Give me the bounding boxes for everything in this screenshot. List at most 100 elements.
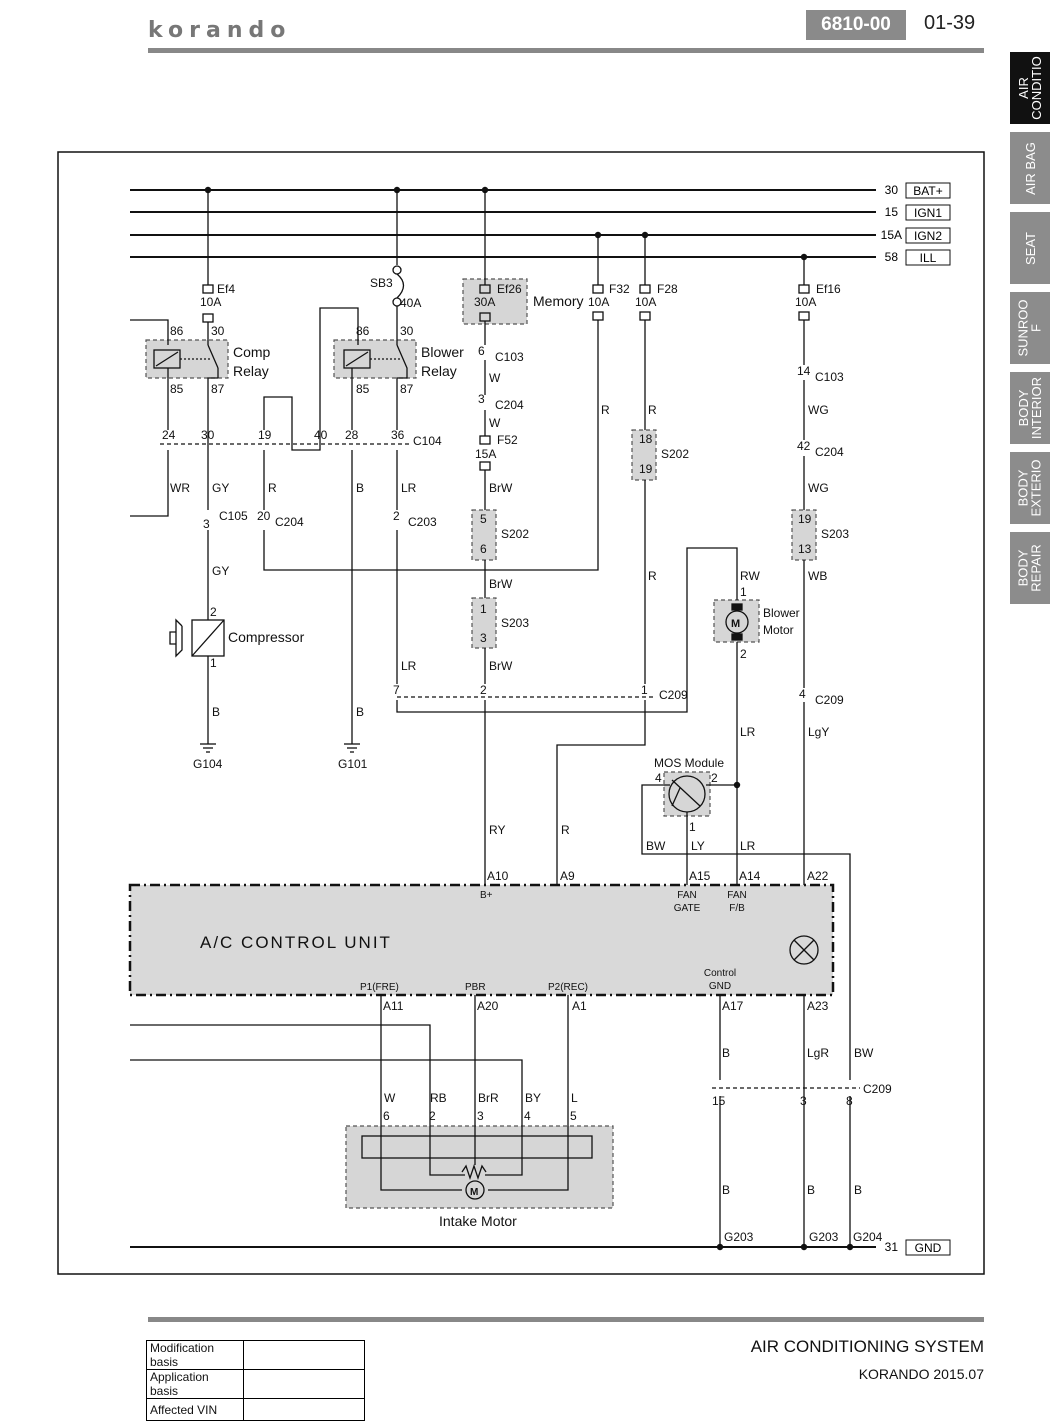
comp-relay-pin-85: 85	[170, 382, 184, 396]
modification-basis-value	[243, 1340, 365, 1370]
c105-label: C105	[219, 509, 248, 523]
tab-air-conditioning[interactable]: AIR CONDITIO	[1010, 52, 1050, 124]
tab-sunroof[interactable]: SUNROO F	[1010, 292, 1050, 364]
acu-pin-a17: A17	[722, 999, 744, 1013]
s202-label-memory: S202	[501, 527, 529, 541]
affected-vin-value	[243, 1398, 365, 1421]
bus-name-bat: BAT+	[913, 184, 942, 198]
s202-r-pin-a: 18	[639, 432, 653, 446]
tab-seat[interactable]: SEAT	[1010, 212, 1050, 284]
wire-lr-1: LR	[401, 481, 417, 495]
fuse-ef16-name: Ef16	[816, 282, 841, 296]
bus-terminal-58: 58	[885, 250, 899, 264]
c204-label-ef16: C204	[815, 445, 844, 459]
section-code-badge: 6810-00	[806, 10, 906, 40]
wire-r-f32: R	[601, 403, 610, 417]
s202-pin-a: 5	[480, 512, 487, 526]
control-gnd-label-2: GND	[709, 981, 731, 992]
wire-lr-a14: LR	[740, 839, 756, 853]
compressor-label: Compressor	[228, 629, 305, 645]
bus-name-ill: ILL	[920, 251, 937, 265]
wire-ry: RY	[489, 823, 505, 837]
fan-gate-label-1: FAN	[677, 890, 696, 901]
acu-pin-a20: A20	[477, 999, 499, 1013]
application-basis-label: Application basis	[146, 1369, 244, 1399]
c209-pin-1: 1	[641, 683, 648, 697]
blower-relay-pin-87: 87	[400, 382, 414, 396]
c103-label-memory: C103	[495, 350, 524, 364]
comp-pin-2: 2	[210, 605, 217, 619]
bus-terminal-30: 30	[885, 183, 899, 197]
s203-pin-a: 1	[480, 602, 487, 616]
wire-brw-2: BrW	[489, 577, 513, 591]
fuse-sb3-rating: 40A	[400, 296, 421, 310]
wire-b-g101: B	[356, 705, 364, 719]
c104-connector-label: C104	[413, 434, 442, 448]
wire-w-2: W	[489, 416, 501, 430]
ground-g203-b: G203	[809, 1230, 839, 1244]
acu-pin-a10: A10	[487, 869, 509, 883]
wire-b-g203a: B	[722, 1183, 730, 1197]
fuse-f52-name: F52	[497, 433, 518, 447]
wiring-diagram: 30 15 15A 58 31 BAT+ IGN1 IGN2 ILL GND	[57, 151, 985, 1275]
comp-pin-1: 1	[210, 656, 217, 670]
system-title: AIR CONDITIONING SYSTEM	[750, 1337, 984, 1356]
ground-g104: G104	[193, 757, 223, 771]
wire-wg-1: WG	[808, 403, 829, 417]
acu-pin-a22: A22	[807, 869, 829, 883]
p1-label: P1(FRE)	[360, 982, 399, 993]
tab-body-repair[interactable]: BODY REPAIR	[1010, 532, 1050, 604]
fuse-ef4-rating: 10A	[200, 295, 221, 309]
blower-motor-symbol: M	[731, 618, 740, 630]
wire-r-f28-2: R	[648, 569, 657, 583]
wire-r-a9: R	[561, 823, 570, 837]
wire-brw-1: BrW	[489, 481, 513, 495]
acu-pin-a23: A23	[807, 999, 829, 1013]
acu-pin-a15: A15	[689, 869, 711, 883]
c209-pin-2: 2	[480, 683, 487, 697]
blower-pin-1: 1	[740, 585, 747, 599]
blower-pin-2: 2	[740, 647, 747, 661]
blower-relay-label-2: Relay	[421, 363, 457, 379]
c204-pin-r: 20	[257, 509, 271, 523]
fan-fb-label-1: FAN	[727, 890, 746, 901]
wire-bw-gnd: BW	[854, 1046, 874, 1060]
acu-pin-a9: A9	[560, 869, 575, 883]
intake-pin-4: 4	[524, 1109, 531, 1123]
fan-gate-label-2: GATE	[674, 903, 701, 914]
blower-motor-label-1: Blower	[763, 606, 800, 620]
c203-label: C203	[408, 515, 437, 529]
c103-pin-memory: 6	[478, 344, 485, 358]
s202-r-pin-b: 19	[639, 462, 653, 476]
bus-terminal-31: 31	[885, 1240, 899, 1254]
s203-label-ef16: S203	[821, 527, 849, 541]
acu-label: A/C CONTROL UNIT	[200, 933, 392, 952]
comp-relay-label-2: Relay	[233, 363, 269, 379]
blower-relay-pin-30: 30	[400, 324, 414, 338]
c103-pin-ef16: 14	[797, 364, 811, 378]
blower-motor-label-2: Motor	[763, 623, 794, 637]
wire-ly: LY	[691, 839, 705, 853]
tab-body-interior[interactable]: BODY INTERIOR	[1010, 372, 1050, 444]
c209-label-top: C209	[659, 688, 688, 702]
s203-label-memory: S203	[501, 616, 529, 630]
wire-lgr: LgR	[807, 1046, 829, 1060]
wire-lr-2: LR	[401, 659, 417, 673]
wire-gy-2: GY	[212, 564, 229, 578]
control-gnd-label-1: Control	[704, 968, 736, 979]
wire-w-intake: W	[384, 1091, 396, 1105]
s203-ef16-pin-a: 19	[798, 512, 812, 526]
fuse-f28-rating: 10A	[635, 295, 656, 309]
wire-wr: WR	[170, 481, 190, 495]
fan-fb-label-2: F/B	[729, 903, 745, 914]
wire-b-a17: B	[722, 1046, 730, 1060]
wire-b-comp: B	[212, 705, 220, 719]
c203-pin: 2	[393, 509, 400, 523]
tab-body-exterior[interactable]: BODY EXTERIO	[1010, 452, 1050, 524]
s202-pin-b: 6	[480, 542, 487, 556]
tab-air-bag[interactable]: AIR BAG	[1010, 132, 1050, 204]
c209-pin-3: 3	[800, 1094, 807, 1108]
blower-relay-pin-86: 86	[356, 324, 370, 338]
intake-pin-5: 5	[570, 1109, 577, 1123]
b-plus-label: B+	[480, 890, 493, 901]
